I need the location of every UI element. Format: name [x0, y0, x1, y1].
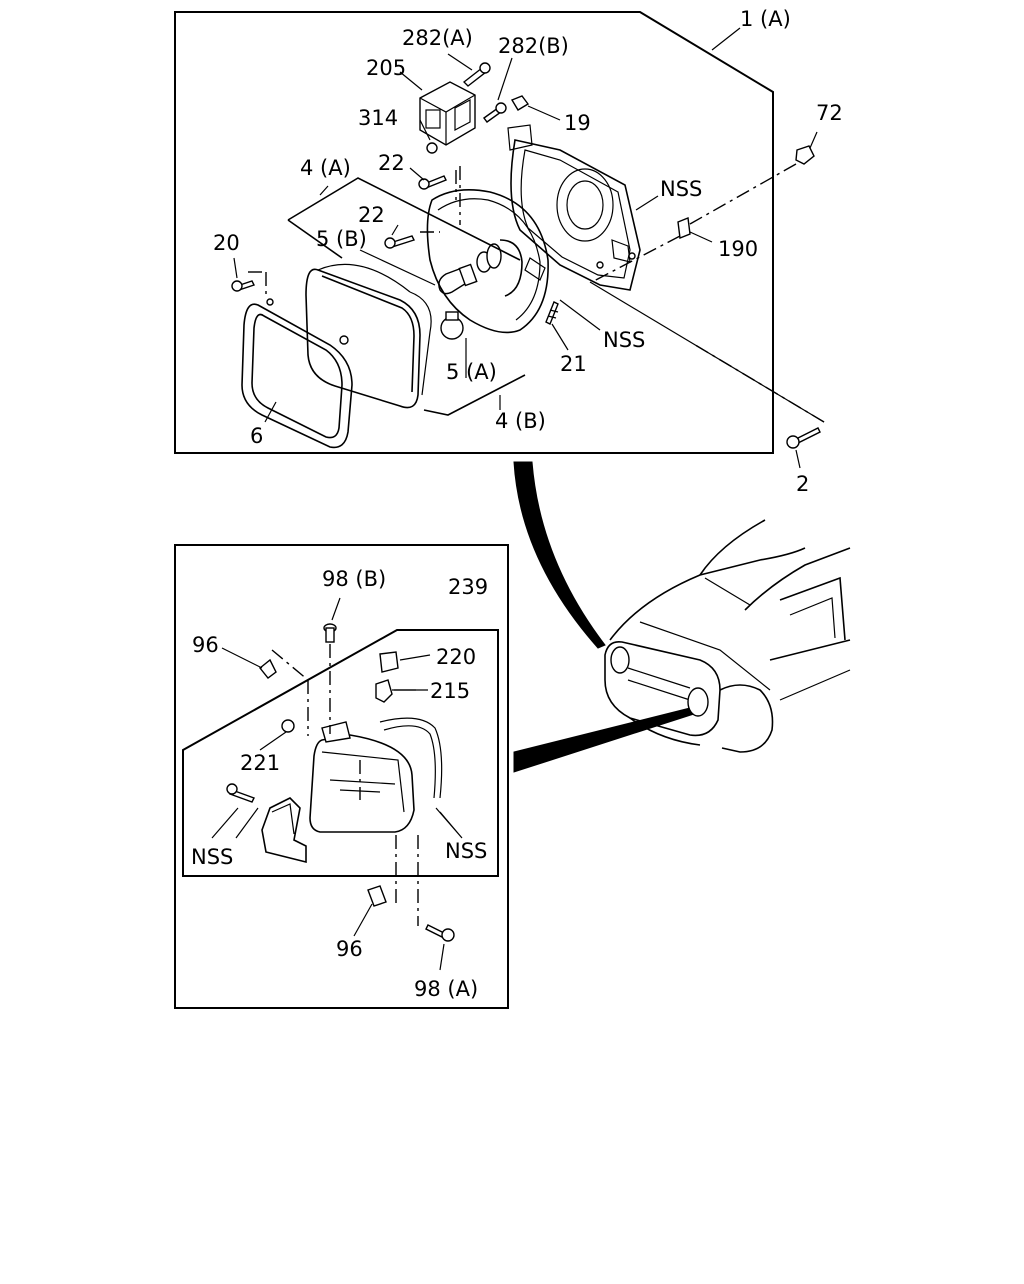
label-22b: 22 [358, 203, 385, 227]
label-221: 221 [240, 751, 280, 775]
screw-98B [323, 623, 337, 643]
label-215: 215 [430, 679, 470, 703]
nut-96a [259, 658, 277, 679]
clip-19 [510, 95, 530, 111]
label-nss-2: NSS [603, 328, 645, 352]
label-4B: 4 (B) [495, 409, 546, 433]
corner-lamp-seal [379, 717, 443, 799]
label-22a: 22 [378, 151, 405, 175]
label-6: 6 [250, 424, 263, 448]
bulb-5A [440, 311, 464, 340]
corner-lamp-group [174, 544, 509, 1009]
label-96a: 96 [192, 633, 219, 657]
label-nss-3: NSS [191, 845, 233, 869]
label-5A: 5 (A) [446, 360, 497, 384]
bulb-220 [379, 651, 399, 673]
socket-215 [375, 679, 416, 703]
spring-21 [545, 301, 559, 325]
label-314: 314 [358, 106, 398, 130]
screw-98A [425, 924, 455, 942]
grommet-221 [281, 719, 295, 733]
corner-lamp-bracket [261, 797, 307, 864]
screw-20 [231, 280, 255, 292]
bulb-5B [438, 243, 502, 295]
screw-314 [426, 142, 438, 154]
screw-2 [786, 427, 821, 449]
clip-190 [677, 217, 691, 239]
headlamp-housing [507, 124, 641, 291]
label-282A: 282(A) [402, 26, 473, 50]
vehicle-sketch [604, 519, 851, 753]
label-nss-1: NSS [660, 177, 702, 201]
corner-lamp-outer-frame [174, 544, 509, 1009]
label-19: 19 [564, 111, 591, 135]
mounting-ring [426, 189, 549, 334]
label-220: 220 [436, 645, 476, 669]
label-96b: 96 [336, 937, 363, 961]
corner-lamp-lens [309, 721, 415, 833]
label-layer: 1 (A) 282(A) 282(B) 205 19 314 72 22 4 (… [191, 7, 843, 1001]
screw-nss-bracket [226, 783, 255, 803]
corner-lamp-inner-frame [182, 629, 499, 877]
label-205: 205 [366, 56, 406, 80]
label-4A: 4 (A) [300, 156, 351, 180]
relay-205 [419, 81, 476, 146]
screw-282A [462, 62, 491, 87]
label-1A: 1 (A) [740, 7, 791, 31]
screw-22b [384, 235, 415, 249]
label-20: 20 [213, 231, 240, 255]
label-239: 239 [448, 575, 488, 599]
label-nss-4: NSS [445, 839, 487, 863]
headlamp-group [174, 11, 825, 469]
headlamp-rim [241, 298, 353, 449]
label-282B: 282(B) [498, 34, 569, 58]
connector-arrow-upper [513, 461, 606, 649]
label-72: 72 [816, 101, 843, 125]
label-5B: 5 (B) [316, 227, 367, 251]
sealed-beam-lamp [305, 263, 432, 409]
nut-72 [795, 145, 815, 165]
label-98B: 98 (B) [322, 567, 386, 591]
screw-22a [418, 175, 447, 190]
nut-96b [367, 885, 387, 907]
screw-282B [483, 102, 507, 123]
label-21: 21 [560, 352, 587, 376]
label-98A: 98 (A) [414, 977, 478, 1001]
label-2: 2 [796, 472, 809, 496]
label-190: 190 [718, 237, 758, 261]
headlamp-group-frame [174, 11, 774, 454]
